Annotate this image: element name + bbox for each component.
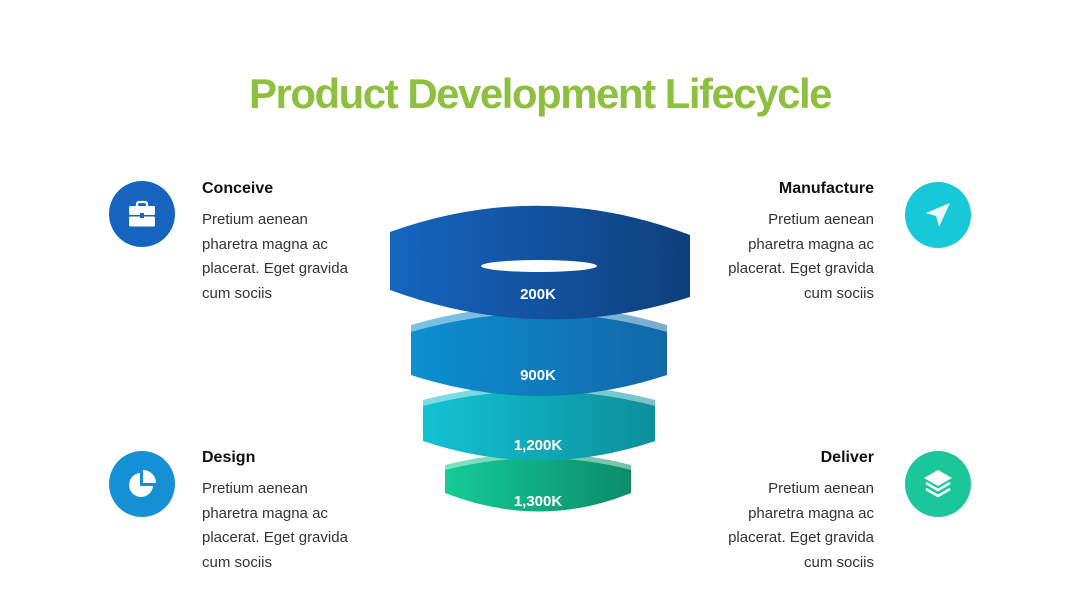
design-line-4: cum sociis (202, 553, 273, 571)
funnel-level-4-back (445, 453, 631, 475)
conceive-line-4: cum sociis (202, 284, 273, 302)
funnel-level-4-label: 1,300K (514, 493, 563, 510)
manufacture-heading: Manufacture (778, 180, 874, 197)
conceive-line-2: pharetra magna ac (202, 235, 328, 253)
design-line-3: placerat. Eget gravida (202, 529, 348, 546)
manufacture-line-1: Pretium aenean (768, 211, 874, 228)
design-description: Pretium aenean pharetra magna ac placera… (202, 477, 392, 575)
deliver-icon-circle (905, 451, 971, 517)
manufacture-block: Manufacture Pretium aenean pharetra magn… (684, 180, 874, 306)
funnel-level-2-label: 900K (520, 367, 556, 384)
paper-plane-icon (926, 203, 950, 227)
funnel-diagram: 1,300K 1,200K 900K 200K (390, 205, 690, 512)
design-icon-circle (109, 451, 175, 517)
deliver-line-3: placerat. Eget gravida (728, 529, 874, 546)
deliver-heading: Deliver (820, 449, 874, 466)
funnel-level-3-label: 1,200K (514, 437, 563, 454)
manufacture-line-3: placerat. Eget gravida (728, 260, 874, 277)
manufacture-icon-circle (905, 182, 971, 248)
deliver-line-4: cum sociis (803, 553, 874, 571)
manufacture-description: Pretium aenean pharetra magna ac placera… (684, 208, 874, 306)
page-title: Product Development Lifecycle (248, 70, 833, 117)
conceive-block: Conceive Pretium aenean pharetra magna a… (202, 180, 392, 306)
deliver-line-2: pharetra magna ac (748, 504, 874, 522)
deliver-line-1: Pretium aenean (768, 480, 874, 497)
manufacture-line-4: cum sociis (803, 284, 874, 302)
design-line-2: pharetra magna ac (202, 504, 328, 522)
deliver-block: Deliver Pretium aenean pharetra magna ac… (684, 449, 874, 575)
design-block: Design Pretium aenean pharetra magna ac … (202, 449, 392, 575)
funnel-level-1-label: 200K (520, 286, 556, 303)
manufacture-line-2: pharetra magna ac (748, 235, 874, 253)
funnel-level-4-band (445, 458, 631, 512)
pie-chart-icon (129, 470, 156, 497)
conceive-line-1: Pretium aenean (202, 211, 308, 228)
funnel-level-3-back (423, 385, 655, 413)
funnel-top-opening (481, 260, 597, 272)
design-heading: Design (202, 449, 256, 466)
conceive-heading: Conceive (202, 180, 274, 197)
conceive-icon-circle (109, 181, 175, 247)
funnel-level-2-band (411, 313, 667, 396)
conceive-description: Pretium aenean pharetra magna ac placera… (202, 208, 392, 306)
layers-icon (924, 470, 952, 498)
conceive-line-3: placerat. Eget gravida (202, 260, 348, 277)
briefcase-icon (129, 200, 155, 227)
deliver-description: Pretium aenean pharetra magna ac placera… (684, 477, 874, 575)
funnel-level-3-band (423, 391, 655, 461)
design-line-1: Pretium aenean (202, 480, 308, 497)
